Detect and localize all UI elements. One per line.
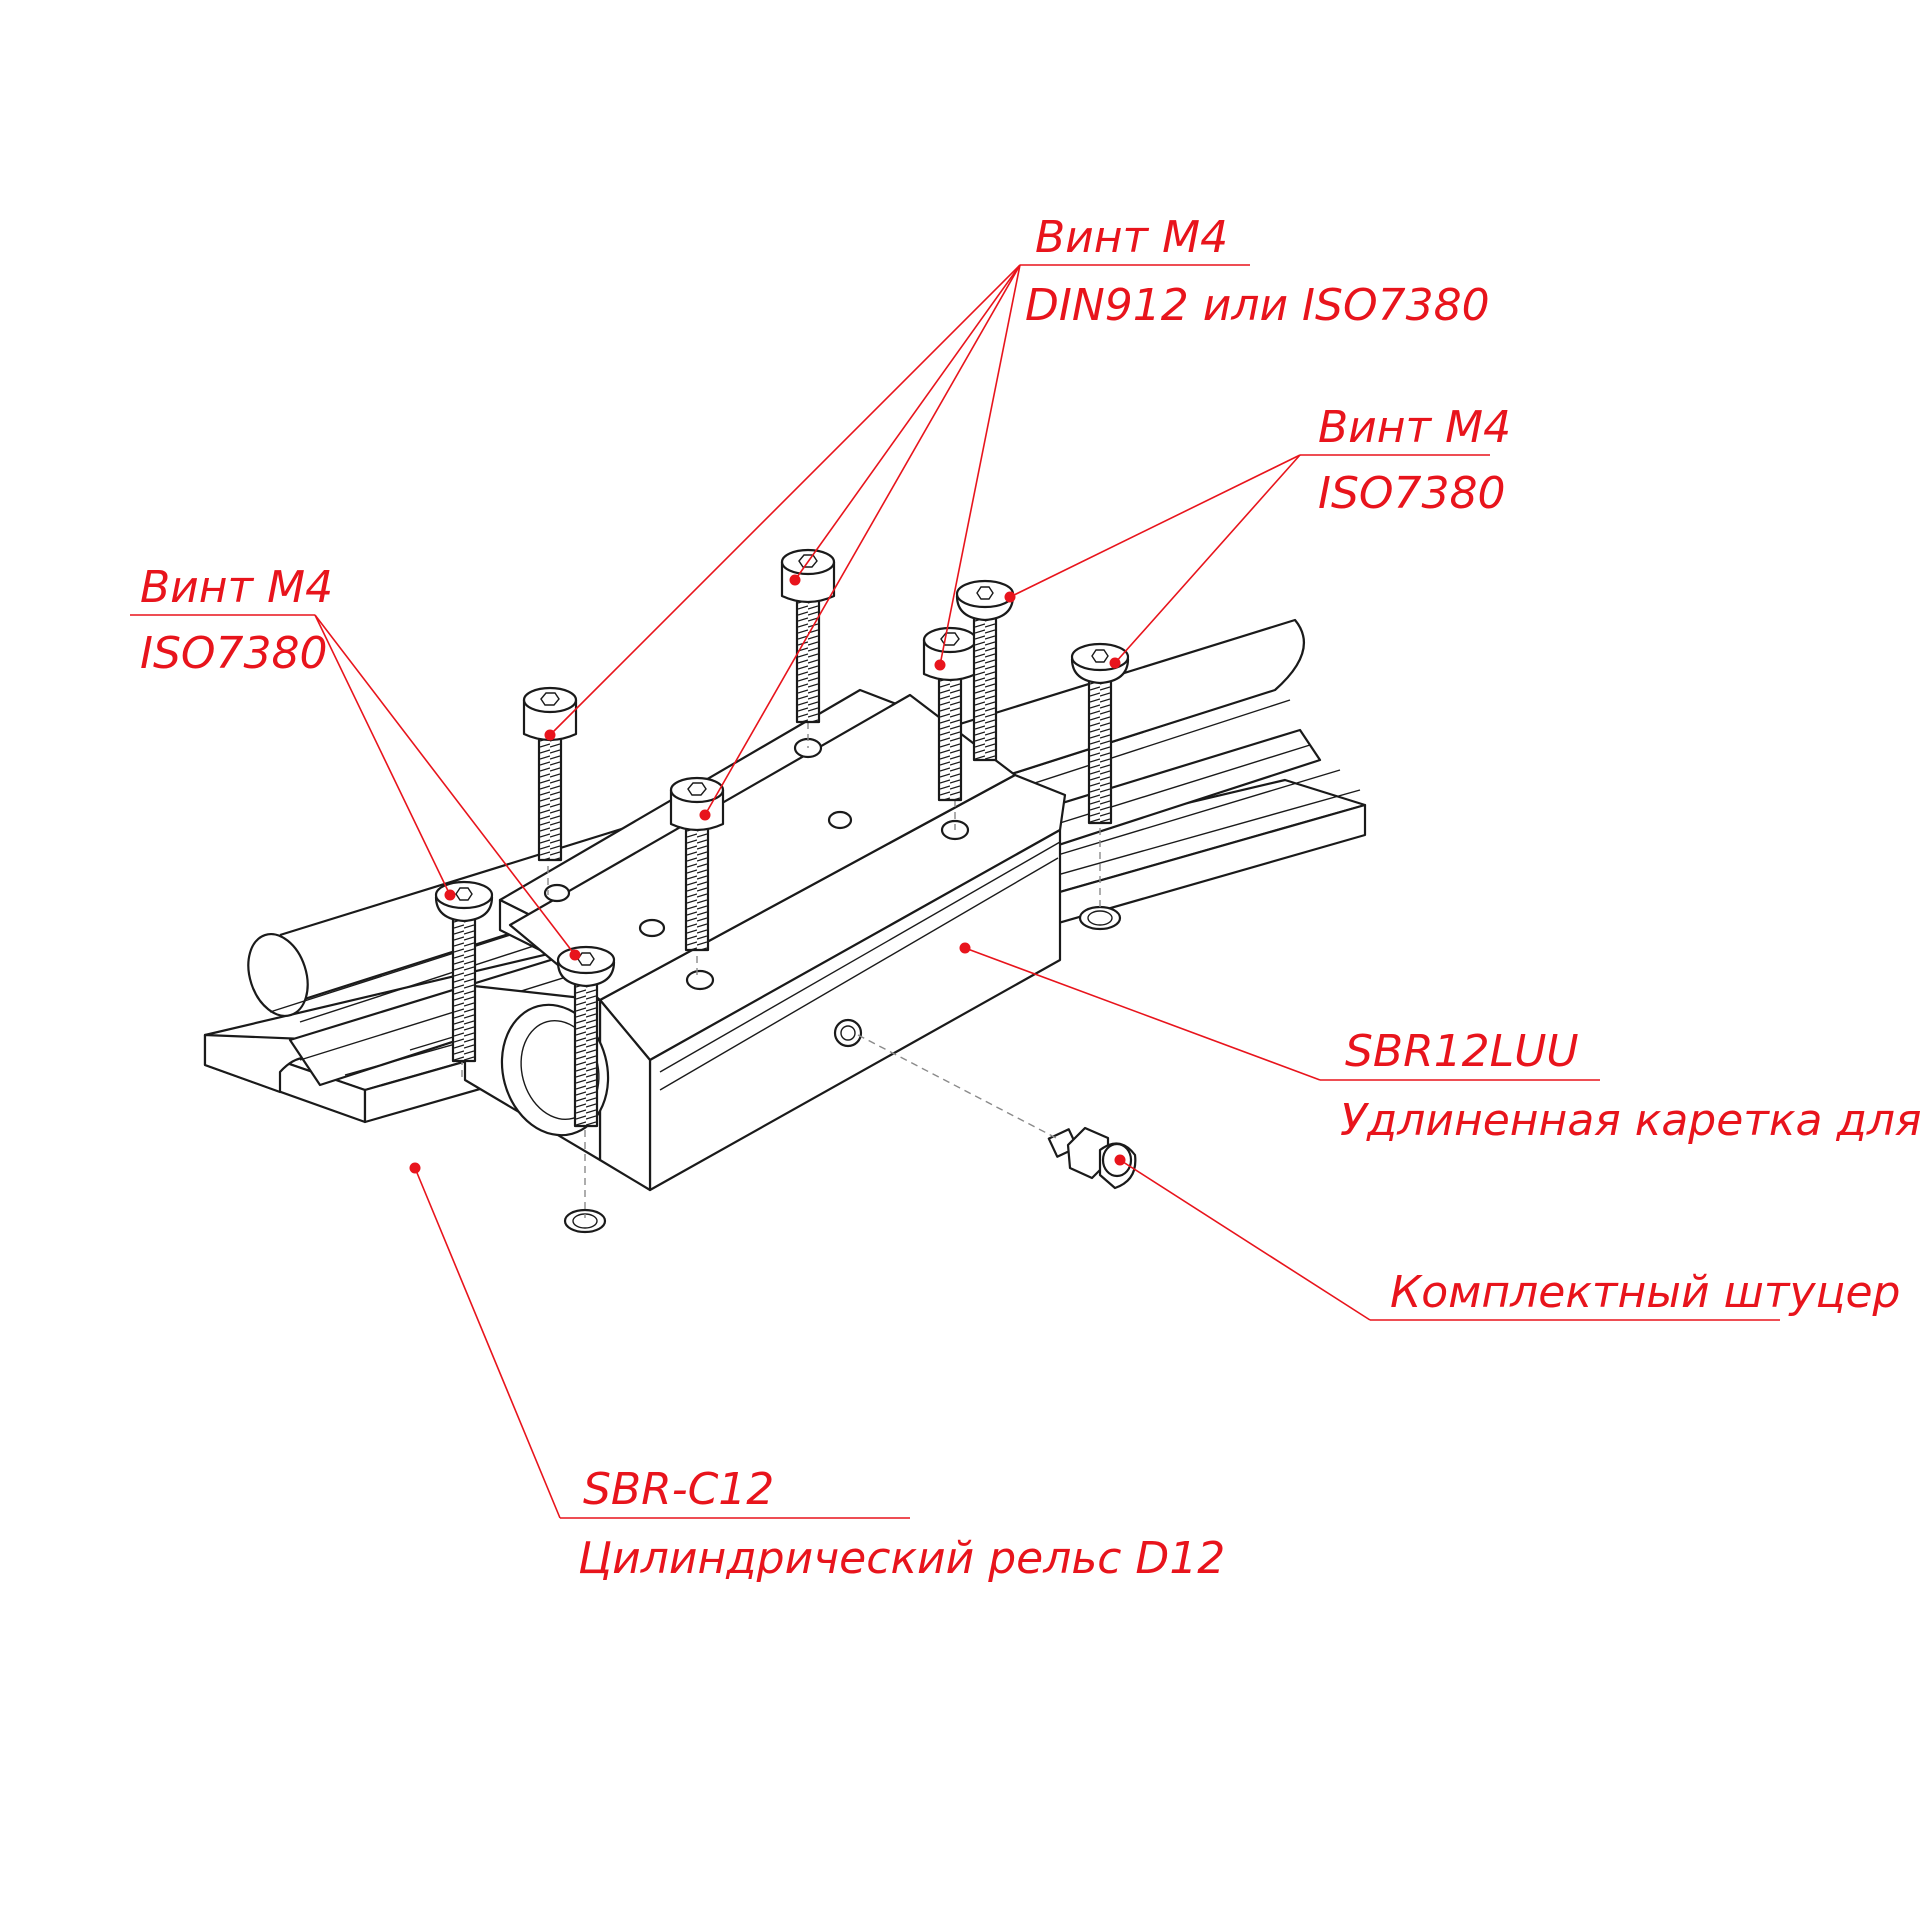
socket-head-cap-screw-icon bbox=[522, 686, 578, 862]
callout-carriage-line1: SBR12LUU bbox=[1345, 1026, 1579, 1077]
callout-rail-line1: SBR-C12 bbox=[583, 1464, 774, 1515]
callout-grease-fitting-line1: Комплектный штуцер bbox=[1390, 1267, 1901, 1318]
callout-iso7380-right-line2: ISO7380 bbox=[1318, 468, 1506, 519]
callout-iso7380-left-line2: ISO7380 bbox=[140, 628, 328, 679]
callout-labels: Винт М4 DIN912 или ISO7380 Винт М4 ISO73… bbox=[140, 212, 1920, 1584]
callout-iso7380-right-line1: Винт М4 bbox=[1318, 402, 1511, 453]
callout-dots bbox=[409, 574, 1126, 1174]
callout-leaders bbox=[130, 264, 1780, 1519]
grease-nipple-icon bbox=[1047, 1126, 1137, 1190]
callout-din912-line1: Винт М4 bbox=[1035, 212, 1228, 263]
callout-carriage-line2: Удлиненная каретка для SBR12 bbox=[1340, 1095, 1920, 1146]
callout-rail-line2: Цилиндрический рельс D12 bbox=[578, 1533, 1225, 1584]
callout-din912-line2: DIN912 или ISO7380 bbox=[1025, 280, 1490, 331]
callout-iso7380-left-line1: Винт М4 bbox=[140, 562, 333, 613]
